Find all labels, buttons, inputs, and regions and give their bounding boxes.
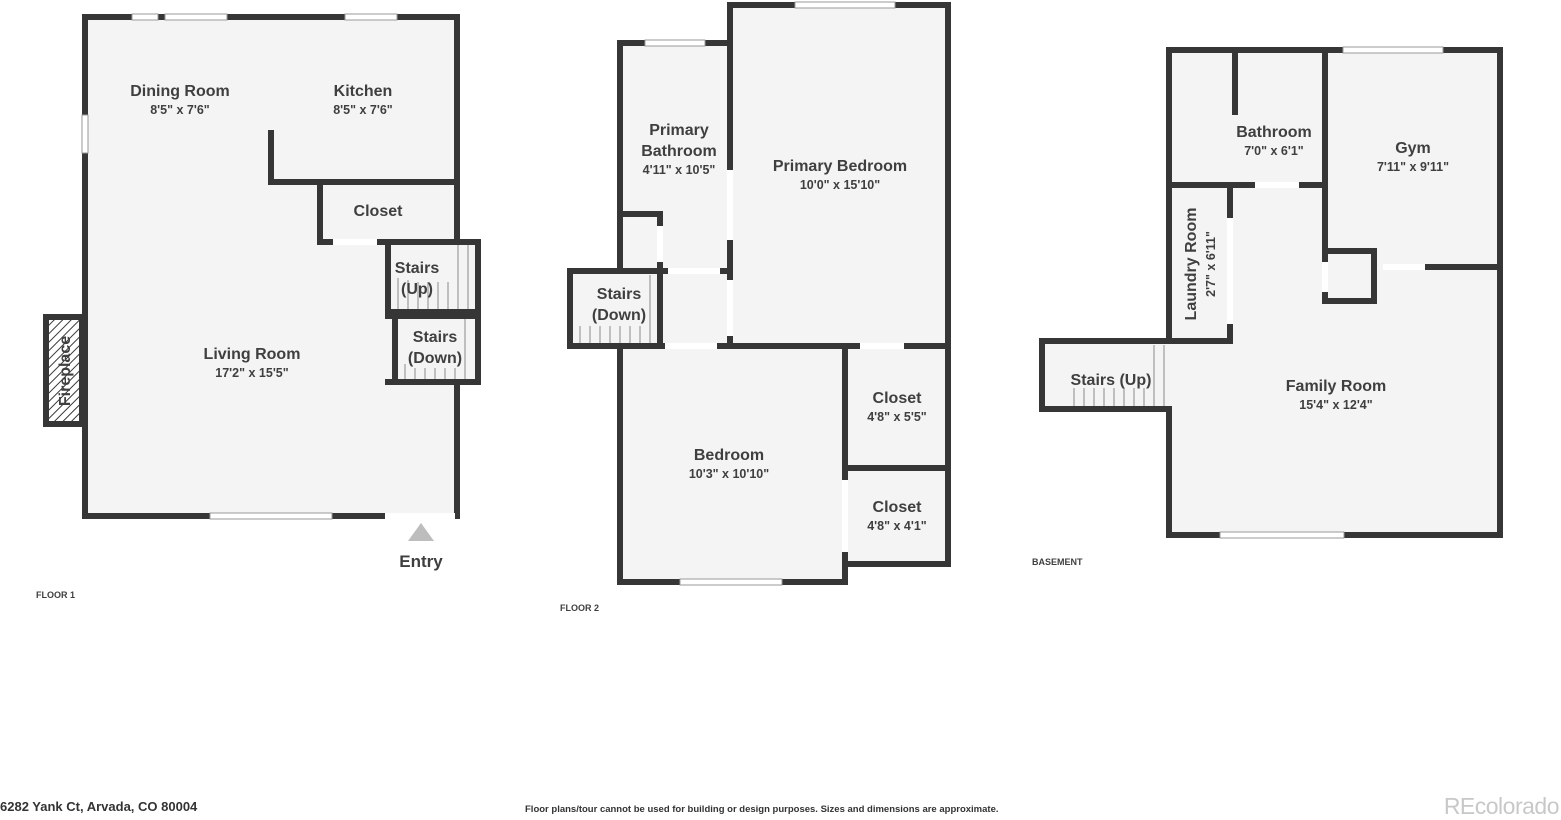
basement-bathroom-name: Bathroom	[1236, 124, 1312, 141]
living-room-dims: 17'2" x 15'5"	[215, 366, 288, 380]
gym-name: Gym	[1395, 140, 1431, 157]
living-room-name: Living Room	[204, 346, 301, 363]
closet-b-name: Closet	[873, 499, 923, 516]
recolorado-logo: REcolorado	[1443, 793, 1560, 819]
bedroom-dims: 10'3" x 10'10"	[689, 467, 769, 481]
stairs-up-line1: Stairs	[395, 260, 440, 277]
footer-address: 6282 Yank Ct, Arvada, CO 80004	[0, 799, 198, 814]
closet-name: Closet	[354, 203, 404, 220]
floor-2-label: FLOOR 2	[560, 603, 599, 613]
primary-bathroom-line1: Primary	[649, 122, 709, 139]
stairs-up-line2: (Up)	[401, 281, 433, 298]
family-room-name: Family Room	[1286, 378, 1386, 395]
stairs-down-fill	[395, 316, 478, 382]
primary-bathroom-line2: Bathroom	[641, 143, 717, 160]
kitchen-name: Kitchen	[334, 83, 393, 100]
bedroom-name: Bedroom	[694, 447, 764, 464]
floor-2-stairs-line2: (Down)	[592, 307, 646, 324]
floor-2-plan: Primary Bathroom 4'11" x 10'5" Primary B…	[560, 1, 951, 613]
footer-disclaimer: Floor plans/tour cannot be used for buil…	[525, 804, 999, 815]
closets-fill	[845, 346, 949, 564]
stairs-down-line2: (Down)	[408, 350, 462, 367]
basement-interior	[1169, 50, 1500, 535]
basement-stairs-fill	[1042, 341, 1170, 409]
basement-bathroom-dims: 7'0" x 6'1"	[1244, 144, 1304, 158]
closet-a-name: Closet	[873, 390, 923, 407]
primary-bedroom-name: Primary Bedroom	[773, 158, 907, 175]
closet-a-dims: 4'8" x 5'5"	[867, 410, 927, 424]
kitchen-dims: 8'5" x 7'6"	[333, 103, 393, 117]
floor-2-stairs-fill	[570, 271, 660, 346]
stair-treads-up	[397, 244, 469, 312]
entry-label: Entry	[399, 552, 443, 571]
floor-2-stairs-line1: Stairs	[597, 286, 642, 303]
basement-label: BASEMENT	[1032, 557, 1083, 567]
fireplace-name: Fireplace	[57, 336, 74, 406]
family-room-dims: 15'4" x 12'4"	[1299, 398, 1372, 412]
entry-arrow-icon	[408, 523, 434, 541]
dining-room-dims: 8'5" x 7'6"	[150, 103, 210, 117]
basement-windows	[1219, 46, 1444, 539]
primary-bedroom-fill	[733, 5, 948, 345]
fireplace-icon	[43, 314, 85, 427]
closet-b-dims: 4'8" x 4'1"	[867, 519, 927, 533]
basement-plan: Bathroom 7'0" x 6'1" Gym 7'11" x 9'11" L…	[1032, 46, 1503, 567]
laundry-room-dims: 2'7" x 6'11"	[1204, 231, 1218, 297]
gym-dims: 7'11" x 9'11"	[1377, 160, 1449, 174]
floor-1-windows	[81, 13, 455, 520]
floor-1-label: FLOOR 1	[36, 590, 75, 600]
floor-1-plan: Dining Room 8'5" x 7'6" Kitchen 8'5" x 7…	[36, 13, 481, 600]
basement-stair-treads	[1073, 345, 1165, 408]
stairs-down-line1: Stairs	[413, 329, 458, 346]
dining-room-name: Dining Room	[130, 83, 230, 100]
laundry-room-name: Laundry Room	[1183, 208, 1200, 321]
floor-2-windows	[644, 1, 904, 586]
floor-2-stair-treads	[579, 275, 651, 346]
bedroom-fill	[620, 346, 845, 582]
basement-stairs-name: Stairs (Up)	[1071, 372, 1152, 389]
stairs-up-fill	[388, 242, 478, 312]
primary-bathroom-dims: 4'11" x 10'5"	[643, 163, 716, 177]
primary-bedroom-dims: 10'0" x 15'10"	[800, 178, 880, 192]
